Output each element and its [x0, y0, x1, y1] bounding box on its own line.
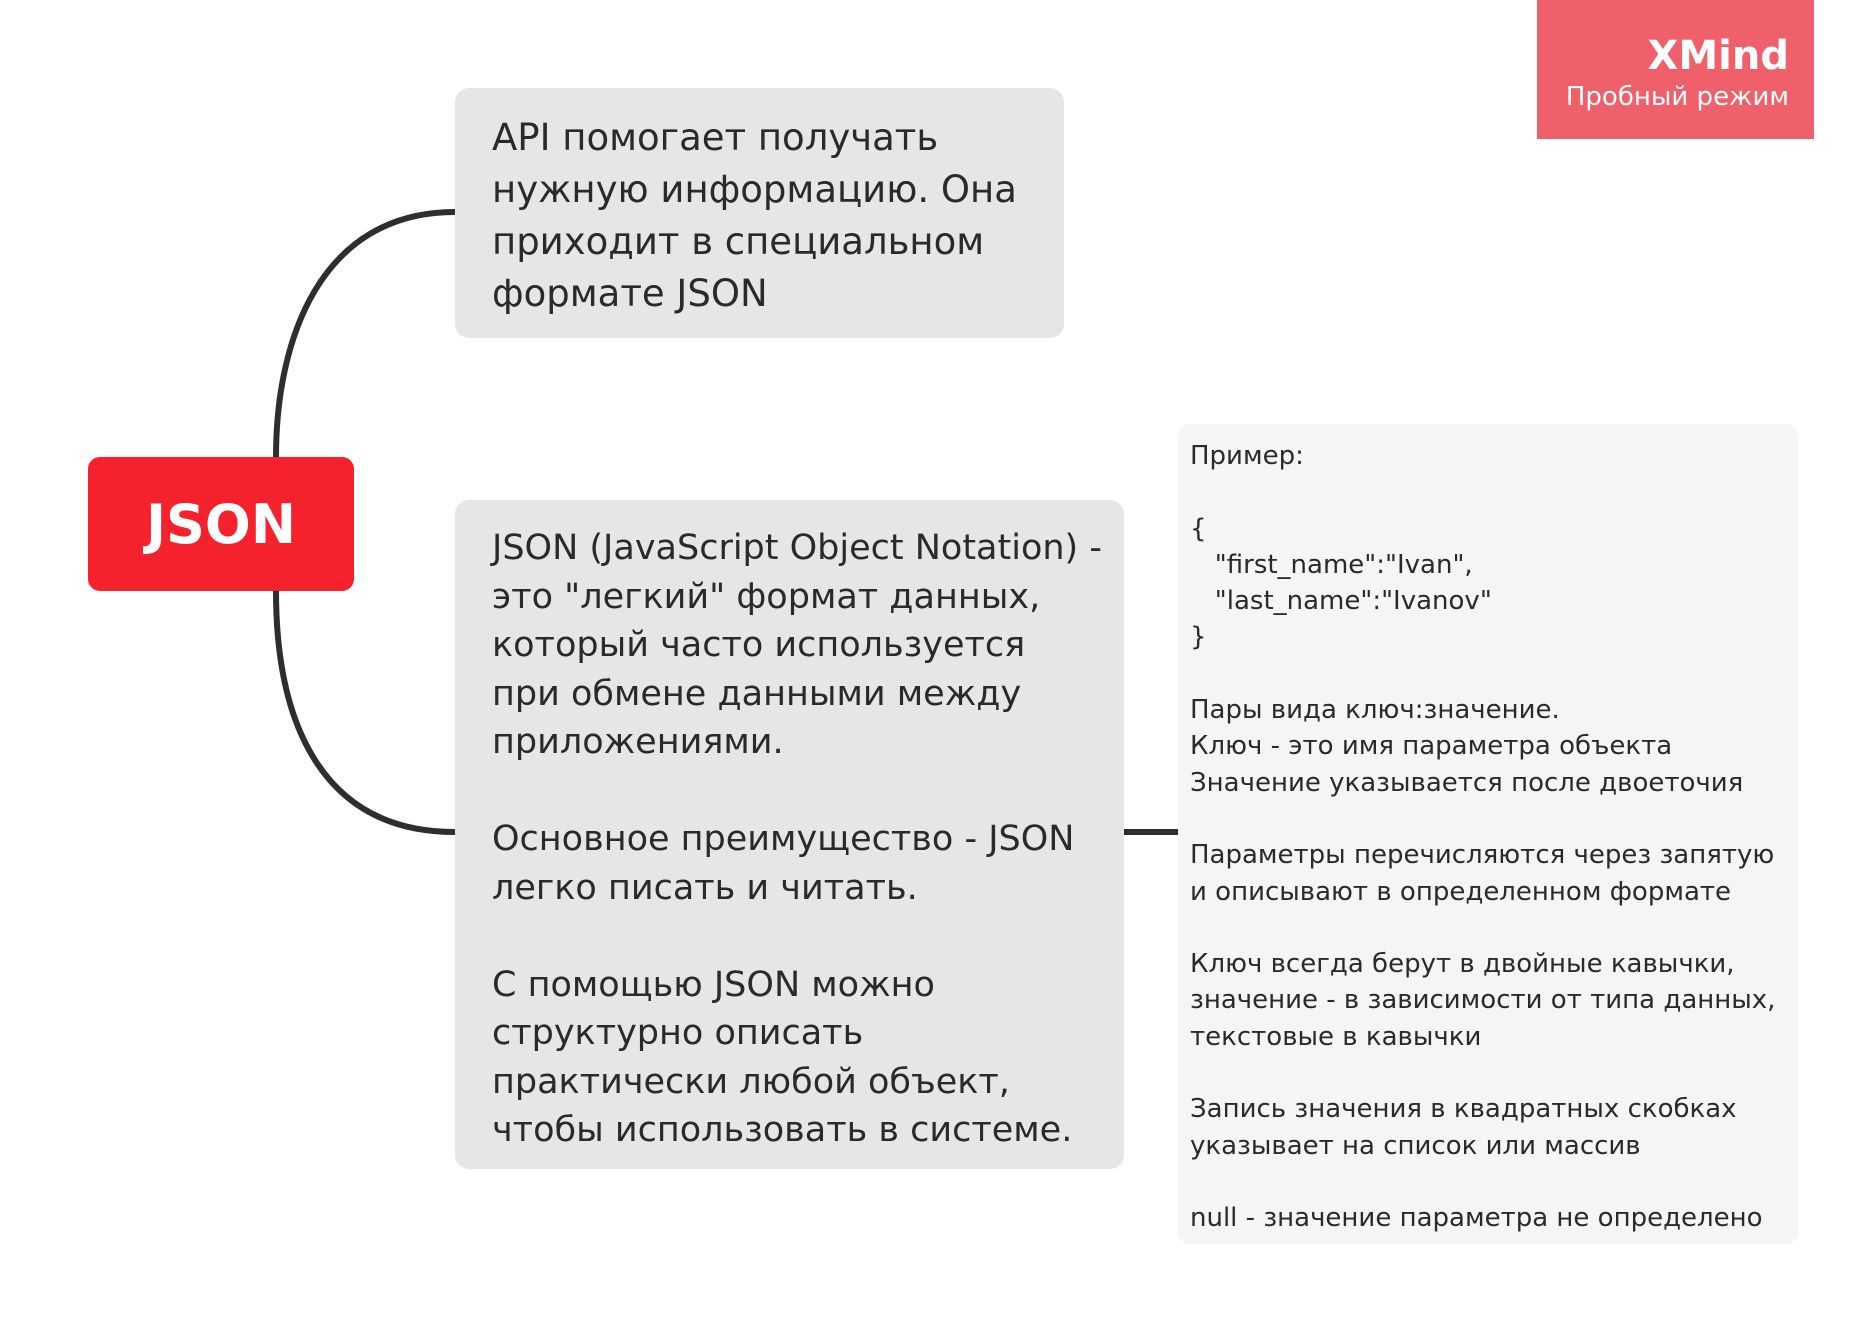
note-line [1190, 474, 1788, 510]
note-line: "first_name":"Ivan", [1190, 549, 1473, 580]
note-line: Пример: [1190, 441, 1304, 471]
connector-root-to-topic-json [273, 590, 456, 835]
xmind-logo-text: XMind [1647, 33, 1789, 79]
topic-json-paragraph-advantage: Основное преимущество - JSON легко писат… [492, 819, 1075, 908]
note-line: Запись значения в квадратных скобках [1190, 1094, 1737, 1125]
note-json-example[interactable]: Пример: { "first_name":"Ivan", "last_nam… [1178, 424, 1798, 1244]
note-line [1190, 656, 1788, 692]
central-topic[interactable]: JSON [88, 457, 354, 591]
note-line: } [1190, 622, 1207, 653]
note-line: текстовые в кавычки [1190, 1021, 1482, 1052]
note-line: Параметры перечисляются через запятую [1190, 840, 1775, 871]
topic-api-info[interactable]: API помогает получать нужную информацию.… [455, 88, 1064, 338]
note-line: значение - в зависимости от типа данных, [1190, 985, 1776, 1016]
note-line: "last_name":"Ivanov" [1190, 586, 1492, 617]
note-line: null - значение параметра не определено [1190, 1203, 1763, 1234]
central-topic-label: JSON [145, 492, 297, 556]
note-line [1190, 910, 1788, 946]
topic-json-definition[interactable]: JSON (JavaScript Object Notation) - это … [455, 500, 1124, 1169]
note-line: указывает на список или массив [1190, 1130, 1641, 1161]
note-line [1190, 1055, 1788, 1091]
topic-api-info-text: API помогает получать нужную информацию.… [492, 116, 1017, 315]
connector-root-to-topic-api [273, 209, 456, 458]
note-line: и описывают в определенном формате [1190, 876, 1732, 907]
note-line: Ключ всегда берут в двойные кавычки, [1190, 949, 1735, 980]
note-line [1190, 1164, 1788, 1200]
note-line: Ключ - это имя параметра объекта [1190, 731, 1673, 762]
note-line: Значение указывается после двоеточия [1190, 767, 1744, 798]
note-line: { [1190, 513, 1207, 544]
trial-mode-label: Пробный режим [1565, 82, 1789, 112]
xmind-trial-badge: XMind Пробный режим [1537, 0, 1814, 139]
topic-json-paragraph-usage: С помощью JSON можно структурно описать … [492, 964, 1073, 1151]
note-line: Пары вида ключ:значение. [1190, 695, 1560, 726]
note-line [1190, 801, 1788, 837]
topic-json-paragraph-definition: JSON (JavaScript Object Notation) - это … [492, 528, 1102, 762]
